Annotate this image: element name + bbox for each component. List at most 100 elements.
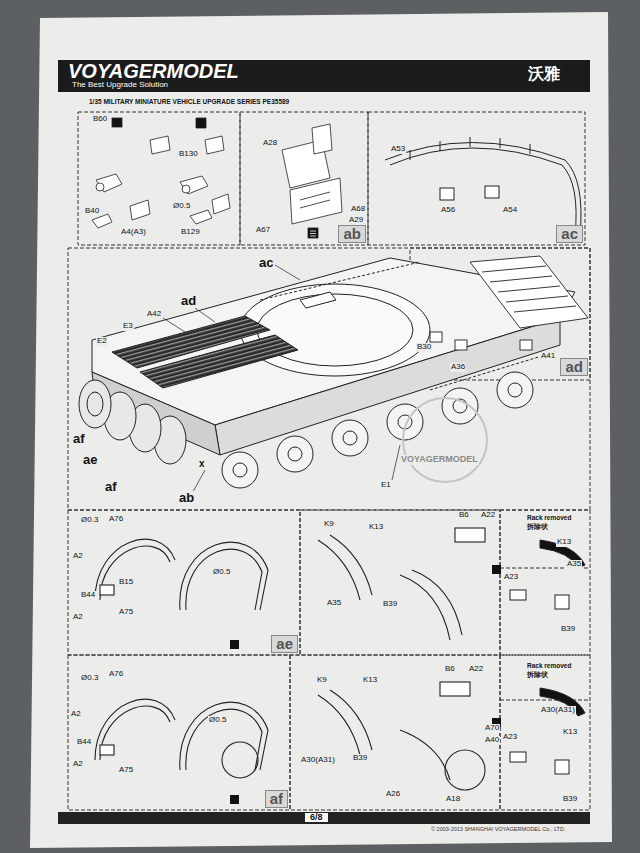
part-number: A75: [118, 766, 134, 775]
road-wheels-shape: [233, 463, 247, 477]
part-number: A35: [566, 560, 582, 569]
band-parts-shape: [100, 706, 170, 760]
part-number: A30(A31): [540, 706, 576, 715]
part-number: A23: [502, 733, 518, 742]
part-number: B30: [416, 343, 432, 352]
rack-removed-parts: [510, 540, 585, 774]
fender-parts-shape: [445, 750, 485, 790]
road-wheels-shape: [343, 431, 357, 445]
panel-frames: [68, 112, 590, 810]
panel-ab-parts-shape: [310, 231, 316, 236]
part-number: A29: [348, 216, 364, 225]
panel-one-parts-shape: [96, 183, 104, 191]
part-number: A36: [450, 363, 466, 372]
step-tag: ae: [271, 635, 298, 653]
panel-one-parts: [92, 118, 230, 228]
fender-parts-shape: [330, 690, 372, 750]
step-callout: ac: [258, 256, 274, 270]
band-parts-shape: [100, 745, 114, 755]
fender-parts-shape: [318, 540, 360, 600]
note: Rack removed: [526, 662, 572, 669]
part-number: K13: [562, 728, 578, 737]
part-number: K13: [362, 676, 378, 685]
paper: [30, 12, 612, 848]
step-tag: ad: [560, 358, 588, 376]
symbol-icons: [230, 565, 501, 804]
fender-parts: [318, 528, 485, 790]
panel-frames-shape: [290, 655, 500, 810]
part-number: Ø0.5: [172, 202, 191, 211]
step-callout: ab: [178, 491, 195, 505]
part-number: B44: [76, 738, 92, 747]
part-number: A4(A3): [120, 228, 147, 237]
road-wheels: [222, 372, 533, 488]
part-number: E1: [380, 481, 392, 490]
part-number: A2: [72, 552, 84, 561]
symbol-icons-shape: [492, 565, 501, 574]
panel-ac-parts-shape: [410, 137, 530, 160]
part-number: B130: [178, 150, 199, 159]
watermark: [403, 398, 487, 482]
part-number: A2: [70, 710, 82, 719]
part-number: A76: [108, 670, 124, 679]
leader-lines-shape: [163, 318, 185, 332]
leader-lines-shape: [392, 445, 400, 480]
part-number: A26: [385, 790, 401, 799]
panel-frames-shape: [500, 510, 590, 655]
part-number: B39: [560, 625, 576, 634]
part-number: B60: [92, 115, 108, 124]
panel-one-parts-shape: [150, 136, 170, 154]
part-number: Ø0.5: [212, 568, 231, 577]
panel-ad-parts-shape: [430, 332, 442, 342]
symbol-icons-shape: [230, 795, 239, 804]
step-letter: ab: [343, 226, 361, 242]
part-number: B6: [444, 665, 456, 674]
part-number: B39: [562, 795, 578, 804]
part-number: A2: [72, 760, 84, 769]
panel-ac-parts-shape: [485, 186, 499, 198]
panel-frames-shape: [300, 510, 500, 655]
panel-one-parts-shape: [112, 118, 122, 127]
part-number: A53: [390, 145, 406, 154]
part-number: K13: [368, 523, 384, 532]
fuel-drums-shape: [87, 392, 103, 416]
step-letter: ad: [565, 359, 583, 375]
copyright: © 2003-2013 SHANGHAI VOYAGERMODEL Co., L…: [430, 826, 566, 832]
panel-one-parts-shape: [92, 214, 112, 228]
band-parts-shape: [95, 539, 175, 600]
fender-parts-shape: [318, 695, 360, 755]
band-parts-shape: [186, 549, 262, 610]
panel-one-parts-shape: [196, 118, 206, 128]
band-parts-shape: [186, 709, 262, 770]
fuel-drums: [79, 380, 186, 464]
part-number: B15: [118, 578, 134, 587]
part-number: K13: [556, 538, 572, 547]
band-parts-shape: [100, 546, 170, 600]
leader-lines-shape: [275, 265, 300, 280]
rack-removed-parts-shape: [510, 590, 526, 600]
panel-frames-shape: [68, 655, 290, 810]
step-letter: ae: [276, 636, 293, 652]
part-number: A22: [468, 665, 484, 674]
panel-frames-shape: [68, 248, 590, 510]
panel-ac-parts-shape: [390, 148, 576, 235]
panel-one-parts-shape: [180, 176, 208, 194]
panel-frames-shape: [78, 112, 240, 245]
part-number: A68: [350, 205, 366, 214]
part-number: A18: [445, 795, 461, 804]
road-wheels-shape: [442, 388, 478, 424]
panel-frames-shape: [68, 510, 300, 655]
rack-removed-parts-shape: [555, 760, 569, 774]
rack-removed-parts-shape: [540, 688, 585, 716]
step-callout: ad: [180, 294, 197, 308]
band-parts: [95, 539, 268, 778]
part-number: A70: [484, 724, 500, 733]
part-number: A76: [108, 515, 124, 524]
rack-removed-parts-shape: [555, 595, 569, 609]
part-number: A28: [262, 139, 278, 148]
road-wheels-shape: [222, 452, 258, 488]
brand-slogan: The Best Upgrade Solution: [72, 81, 168, 89]
panel-ad-parts-shape: [455, 340, 467, 350]
